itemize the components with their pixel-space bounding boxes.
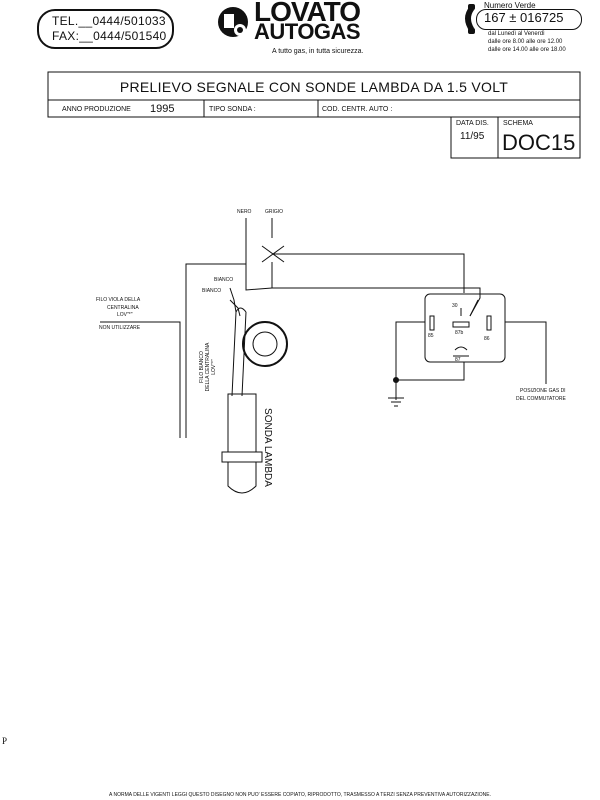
lovato-logo-icon (218, 7, 248, 37)
filo-viola-label-2: CENTRALINA (107, 305, 139, 311)
wiring-diagram (100, 218, 547, 494)
copyright-notice: A NORMA DELLE VIGENTI LEGGI QUESTO DISEG… (109, 792, 491, 798)
brand-name: LOVATO (254, 0, 361, 27)
non-utilizzare-label: NON UTILIZZARE (99, 325, 141, 331)
page-title: PRELIEVO SEGNALE CON SONDE LAMBDA DA 1.5… (119, 79, 509, 95)
tipo-sonda-label: TIPO SONDA : (209, 106, 256, 113)
schema-value: DOC15 (502, 130, 576, 155)
brand-subname: AUTOGAS (254, 19, 361, 44)
wire-label-nero: NERO (237, 209, 252, 215)
contact-box: TEL.__0444/501033 FAX:__0444/501540 (37, 9, 174, 49)
fax-number: FAX:__0444/501540 (52, 29, 167, 43)
posizione-label-2: DEL COMMUTATORE (516, 396, 566, 402)
relay-pin-85: 85 (428, 333, 434, 339)
p-mark: P (2, 736, 8, 746)
data-dis-value: 11/95 (460, 131, 485, 142)
tel-number: TEL.__0444/501033 (52, 14, 166, 28)
relay-pin-87: 87 (455, 357, 461, 363)
phone-icon (465, 4, 475, 34)
wire-label-grigio: GRIGIO (265, 209, 284, 215)
brand-tagline: A tutto gas, in tutta sicurezza. (272, 48, 364, 55)
cod-centr-label: COD. CENTR. AUTO : (322, 106, 393, 113)
numero-verde-label: Numero Verde (484, 1, 536, 10)
anno-value: 1995 (150, 103, 175, 115)
posizione-label-1: POSIZIONE GAS DI (520, 388, 566, 394)
title-block-frame (47, 71, 581, 159)
wire-label-bianco-1: BIANCO (214, 277, 234, 283)
relay-pin-86: 86 (484, 336, 490, 342)
wire-label-bianco-2: BIANCO (202, 288, 222, 294)
junction-dot (393, 377, 399, 383)
numero-verde-value: 167 ± 016725 (484, 10, 564, 25)
filo-viola-label-3: LOV"*" (117, 312, 133, 318)
filo-bianco-label: FILO BIANCO DELLA CENTRALINA LOV"*" (199, 337, 217, 397)
data-dis-label: DATA DIS. (456, 120, 489, 127)
hours-line-1: dal Lunedì al Venerdì (488, 31, 545, 37)
relay-pin-30: 30 (452, 303, 458, 309)
hours-line-2: dalle ore 8.00 alle ore 12.00 (488, 39, 563, 45)
hours-line-3: dalle ore 14.00 alle ore 18.00 (488, 47, 566, 53)
sonda-lambda-label: SONDA LAMBDA (261, 408, 273, 487)
relay-pin-87b: 87b (455, 330, 464, 336)
filo-bianco-line-3: LOV"*" (211, 359, 217, 375)
filo-viola-label-1: FILO VIOLA DELLA (96, 297, 141, 303)
anno-label: ANNO PRODUZIONE (62, 106, 131, 113)
numero-verde-box: 167 ± 016725 (476, 9, 582, 30)
schema-label: SCHEMA (503, 120, 533, 127)
